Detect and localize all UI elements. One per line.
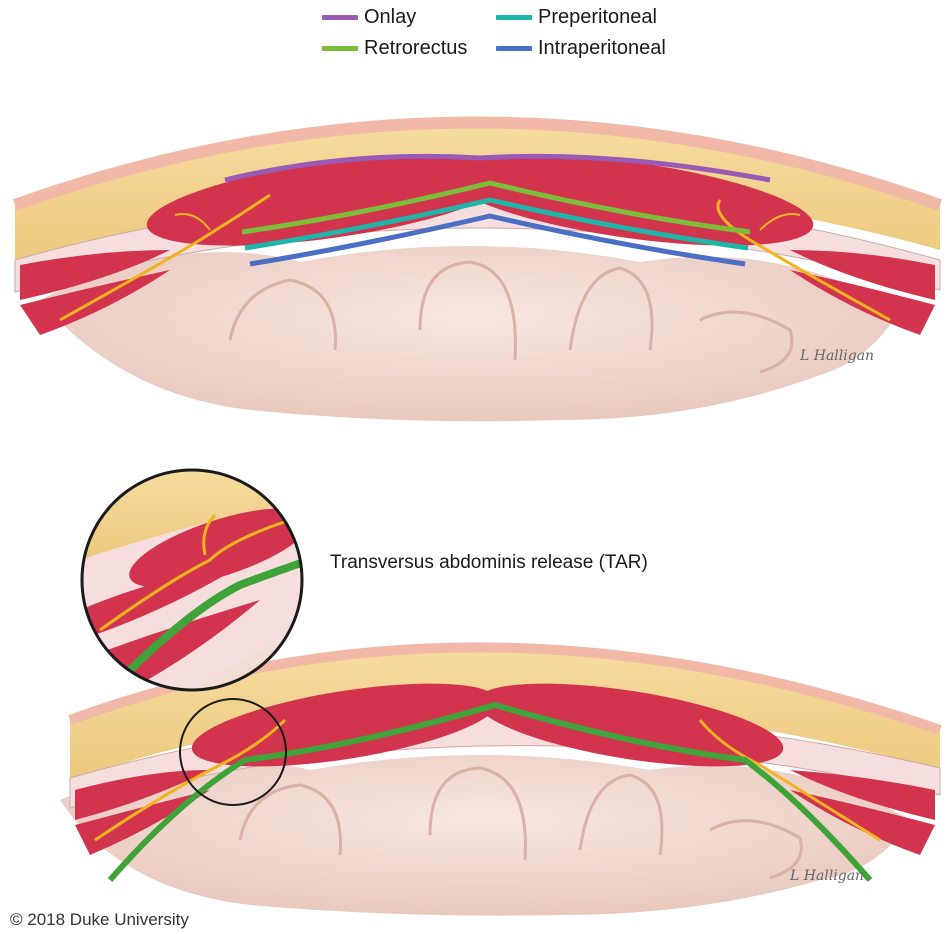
bowel-loops	[40, 246, 900, 421]
legend-label-preperitoneal: Preperitoneal	[538, 6, 657, 29]
legend-item-intraperitoneal: Intraperitoneal	[496, 37, 666, 60]
preperitoneal-swatch	[496, 15, 532, 20]
signature-lower: L Halligan	[789, 868, 864, 884]
legend-label-onlay: Onlay	[364, 6, 416, 29]
signature-upper: L Halligan	[799, 348, 874, 364]
intraperitoneal-swatch	[496, 46, 532, 51]
legend-item-preperitoneal: Preperitoneal	[496, 6, 657, 29]
retrorectus-swatch	[322, 46, 358, 51]
onlay-swatch	[322, 15, 358, 20]
legend-label-retrorectus: Retrorectus	[364, 37, 467, 60]
legend-item-onlay: Onlay	[322, 6, 416, 29]
legend-item-retrorectus: Retrorectus	[322, 37, 467, 60]
upper-panel: L Halligan	[15, 123, 940, 422]
tar-caption: Transversus abdominis release (TAR)	[330, 552, 648, 574]
legend: Onlay Preperitoneal Retrorectus Intraper…	[322, 4, 702, 66]
copyright-footer: © 2018 Duke University	[10, 910, 189, 930]
legend-label-intraperitoneal: Intraperitoneal	[538, 37, 666, 60]
